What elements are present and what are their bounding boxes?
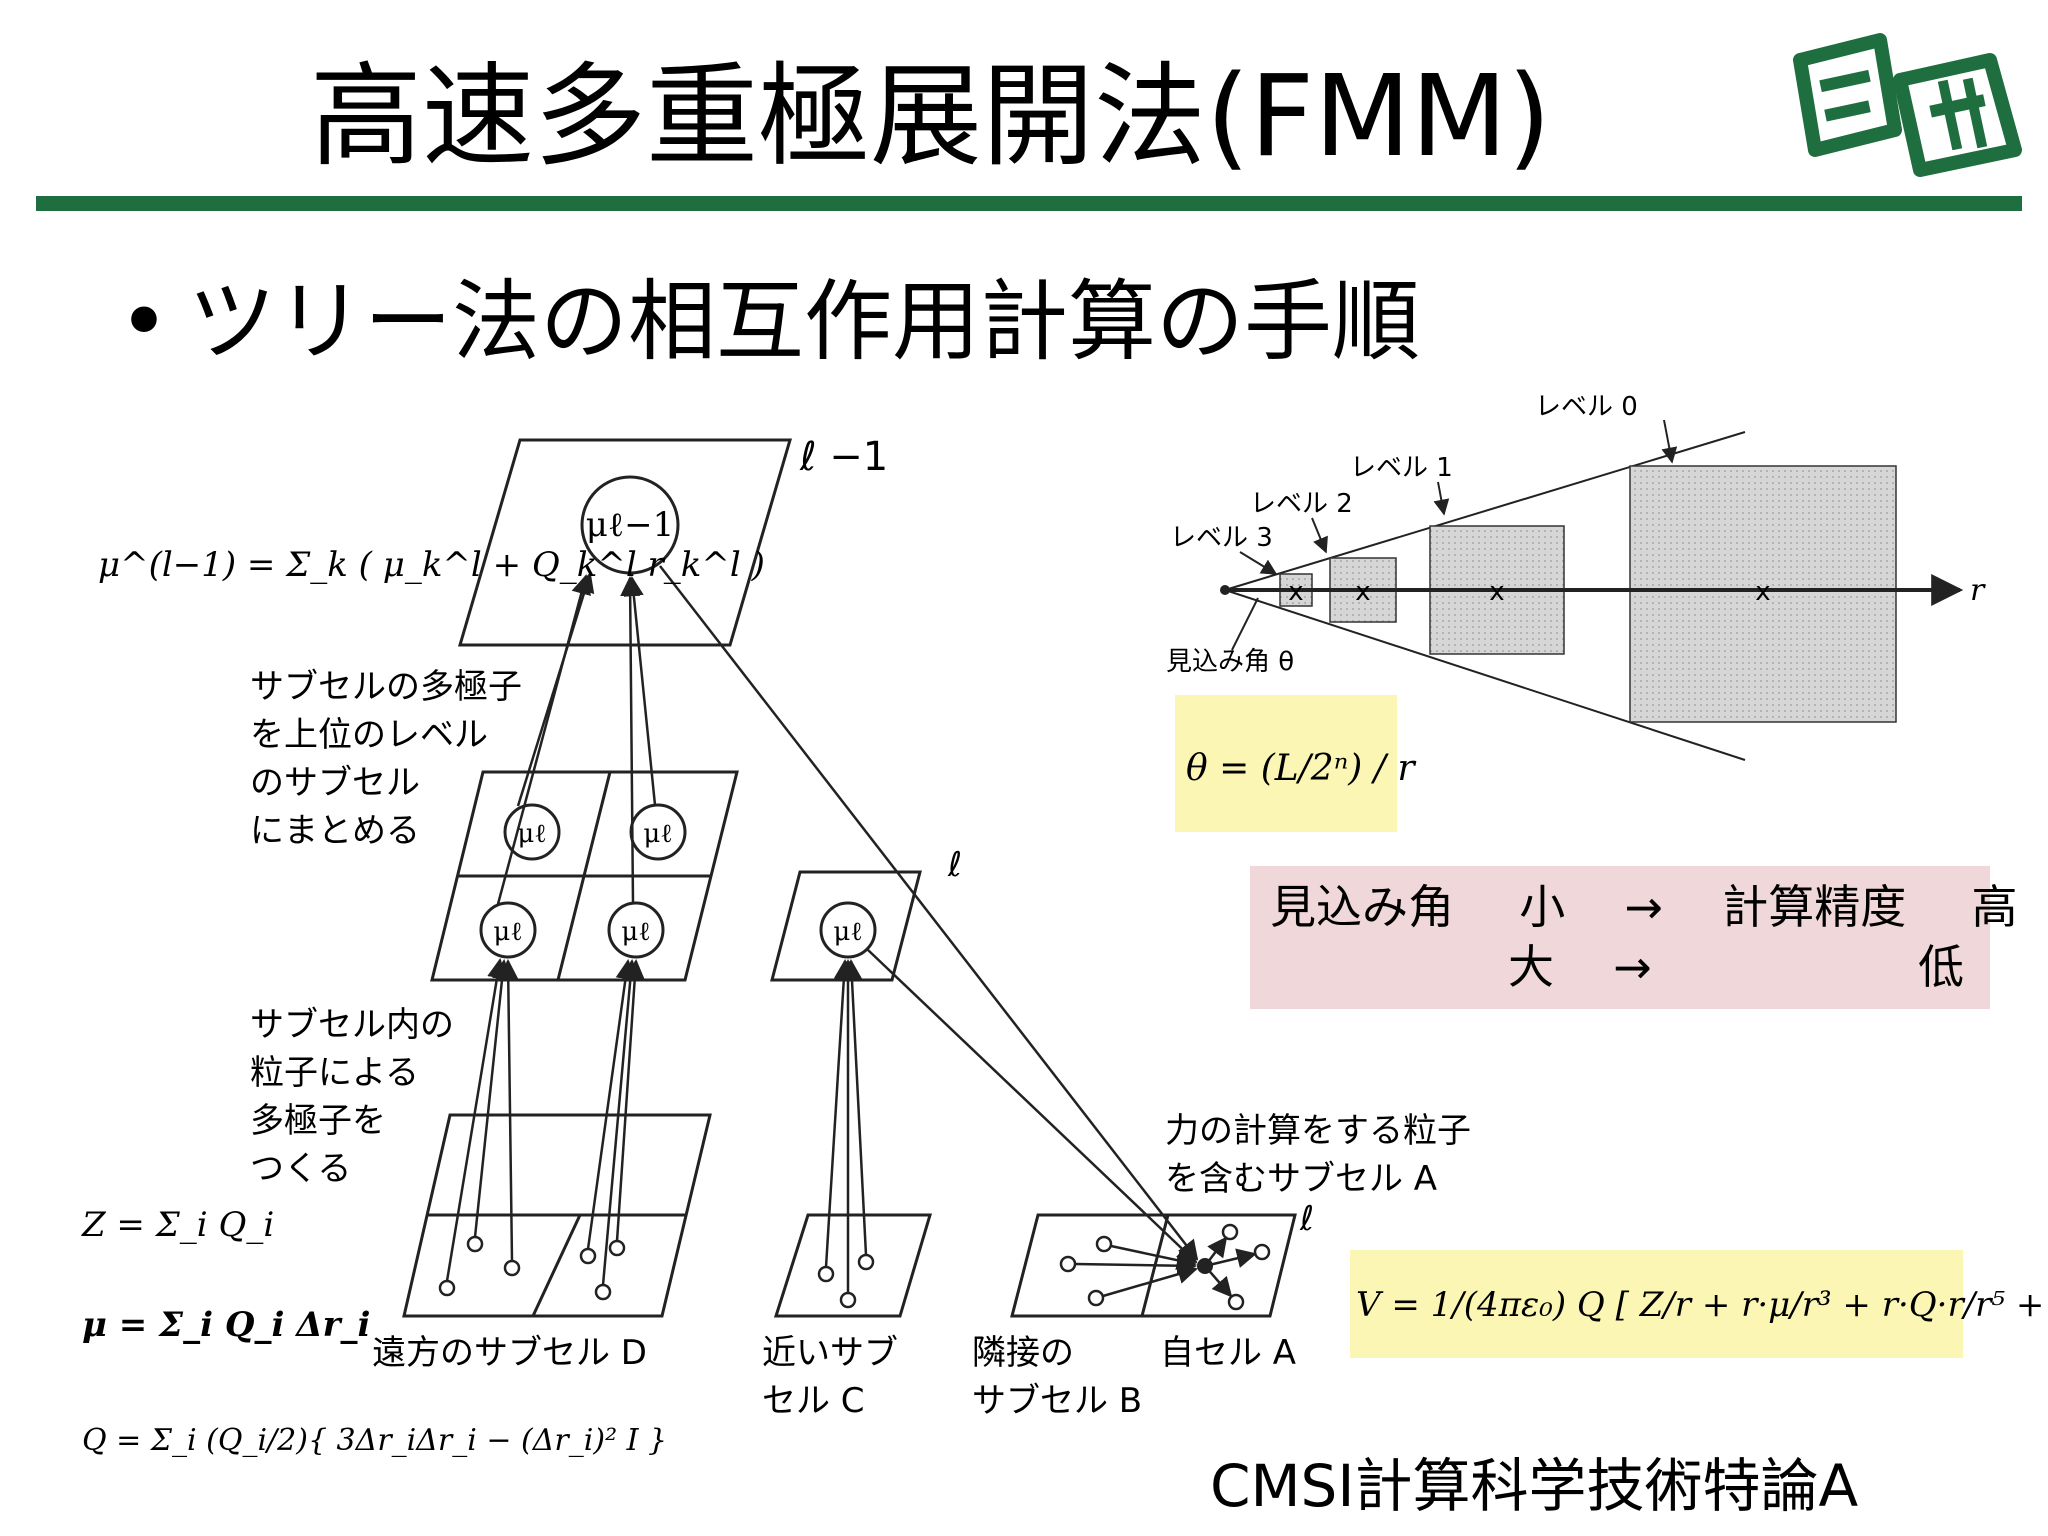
particle bbox=[466, 1235, 484, 1253]
near-level-cell bbox=[770, 870, 922, 982]
title-divider bbox=[36, 196, 2022, 211]
child-multipole-label: μℓ bbox=[643, 819, 672, 849]
near-subcell-label-line1: 近いサブ bbox=[762, 1333, 898, 1373]
cmp-view-angle: 見込み角 bbox=[1270, 880, 1454, 934]
cmp-large: 大 bbox=[1508, 940, 1554, 994]
cmp-arrow: → bbox=[1613, 940, 1652, 994]
university-logo bbox=[1793, 33, 2022, 177]
level0-cell bbox=[1629, 465, 1897, 723]
child-multipole bbox=[503, 803, 561, 861]
create-label-line4: つくる bbox=[250, 1149, 351, 1189]
mu-formula: μ = Σ_i Q_i Δr_i bbox=[82, 1305, 370, 1345]
particle bbox=[1221, 1223, 1239, 1241]
bullet-text: ツリー法の相互作用計算の手順 bbox=[188, 270, 1421, 373]
parent-multipole-label: μℓ−1 bbox=[586, 505, 675, 545]
slide-title: 高速多重極展開法(FMM) bbox=[310, 52, 1552, 182]
cmp-arrow: → bbox=[1624, 880, 1664, 934]
self-and-adjacent-cells bbox=[1010, 1213, 1297, 1318]
far-subcell-D bbox=[402, 1113, 712, 1318]
view-angle-label: 見込み角 θ bbox=[1166, 647, 1294, 677]
create-label-line1: サブセル内の bbox=[250, 1005, 454, 1045]
level2-label: レベル 2 bbox=[1250, 489, 1353, 519]
near-multipole bbox=[819, 901, 877, 959]
parent-cell bbox=[457, 438, 793, 647]
level0-label: レベル 0 bbox=[1535, 392, 1638, 422]
particle bbox=[1059, 1255, 1077, 1273]
far-subcell-label: 遠方のサブセル D bbox=[372, 1333, 647, 1373]
cmp-high: 高 bbox=[1971, 880, 2018, 934]
adjacent-subcell-label-line1: 隣接の bbox=[972, 1333, 1074, 1373]
child-multipole bbox=[629, 803, 687, 861]
particle bbox=[839, 1291, 857, 1309]
potential-formula: V = 1/(4πε₀) Q [ Z/r + r·μ/r³ + r·Q·r/r⁵… bbox=[1356, 1285, 2048, 1325]
merge-label-line1: サブセルの多極子 bbox=[250, 667, 522, 707]
theta-formula: θ = (L/2ⁿ) / r bbox=[1186, 748, 1416, 789]
cell-center-marker: x bbox=[1288, 577, 1303, 607]
course-footer: CMSI計算科学技術特論A bbox=[1210, 1452, 1859, 1520]
particle bbox=[857, 1253, 875, 1271]
cmp-accuracy: 計算精度 bbox=[1722, 880, 1907, 934]
theta-formula-bg bbox=[1175, 695, 1397, 832]
near-subcell-label-line2: セル C bbox=[762, 1381, 865, 1421]
axis-r-label: r bbox=[1970, 573, 1986, 608]
particle bbox=[1253, 1243, 1271, 1261]
self-cell-label: 自セル A bbox=[1160, 1333, 1296, 1373]
level-parent-label: ℓ −1 bbox=[799, 434, 888, 480]
particle bbox=[1095, 1235, 1113, 1253]
level3-label: レベル 3 bbox=[1170, 523, 1273, 553]
merge-label-line3: のサブセル bbox=[250, 763, 420, 803]
particle bbox=[608, 1239, 626, 1257]
force-label-line2: を含むサブセル A bbox=[1165, 1159, 1437, 1199]
child-multipole bbox=[479, 901, 537, 959]
fmm-diagram: μℓ−1 ℓ −1 μℓ μℓ μℓ μℓ μℓ ℓ ℓ bbox=[81, 392, 2048, 1458]
bullet-heading: •ツリー法の相互作用計算の手順 bbox=[118, 272, 1420, 372]
create-label-line3: 多極子を bbox=[250, 1101, 386, 1141]
force-label-line1: 力の計算をする粒子 bbox=[1165, 1111, 1471, 1151]
adjacent-subcell-label-line2: サブセル B bbox=[972, 1381, 1142, 1421]
merge-label-line2: を上位のレベル bbox=[250, 715, 488, 755]
parent-multipole bbox=[580, 475, 680, 575]
Q-formula: Q = Σ_i (Q_i/2){ 3Δr_iΔr_i − (Δr_i)² I } bbox=[82, 1423, 667, 1458]
particle bbox=[503, 1259, 521, 1277]
cmp-small: 小 bbox=[1519, 880, 1566, 934]
Z-formula: Z = Σ_i Q_i bbox=[81, 1205, 274, 1245]
particle bbox=[579, 1247, 597, 1265]
child-multipole-label: μℓ bbox=[621, 917, 650, 947]
cell-center-marker: x bbox=[1755, 577, 1770, 607]
child-multipole bbox=[607, 901, 665, 959]
create-label-line2: 粒子による bbox=[250, 1053, 419, 1093]
particle bbox=[1087, 1289, 1105, 1307]
potential-formula-bg bbox=[1350, 1250, 1963, 1358]
level-child-label: ℓ bbox=[947, 845, 962, 885]
merge-label-line4: にまとめる bbox=[250, 811, 420, 851]
mu-upper-formula: μ^(l−1) = Σ_k ( μ_k^l + Q_k^l r_k^l ) bbox=[98, 545, 765, 585]
level1-label: レベル 1 bbox=[1350, 453, 1453, 483]
cmp-low: 低 bbox=[1918, 940, 1964, 994]
cell-center-marker: x bbox=[1489, 577, 1504, 607]
comparison-box: 見込み角 小 → 計算精度 高 大 → 低 bbox=[1250, 866, 2018, 1009]
near-subcell-C bbox=[773, 1213, 933, 1318]
child-multipole-label: μℓ bbox=[493, 917, 522, 947]
particle bbox=[438, 1279, 456, 1297]
particle bbox=[1227, 1293, 1245, 1311]
level-self-label: ℓ bbox=[1299, 1199, 1314, 1239]
cell-center-marker: x bbox=[1355, 577, 1370, 607]
bullet-dot: • bbox=[118, 270, 170, 373]
particle bbox=[817, 1265, 835, 1283]
child-multipole-label: μℓ bbox=[517, 819, 546, 849]
near-multipole-label: μℓ bbox=[833, 917, 862, 947]
particle bbox=[594, 1283, 612, 1301]
